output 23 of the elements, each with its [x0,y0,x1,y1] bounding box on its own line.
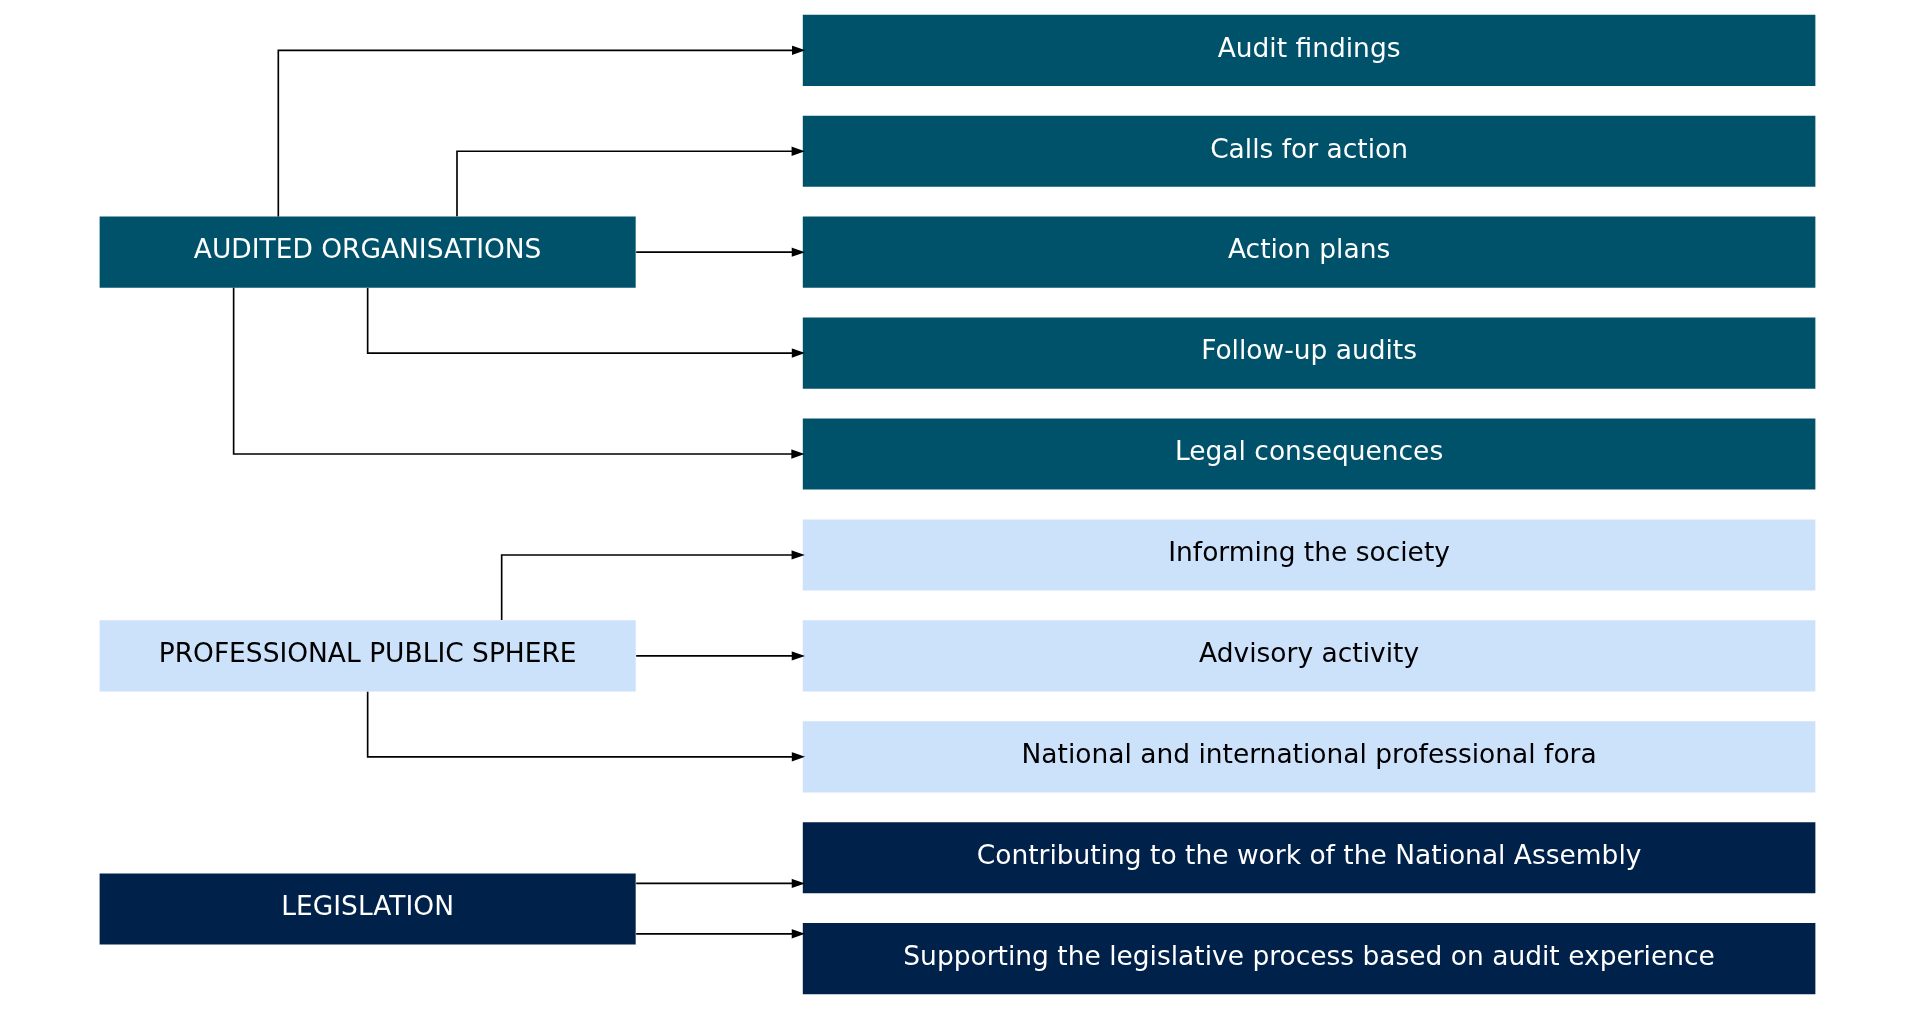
node-box: Follow-up audits [802,317,1815,389]
arrow [634,929,805,939]
node-box: Action plans [802,216,1815,288]
arrow [277,45,805,218]
arrow [634,247,805,257]
node-box: Contributing to the work of the National Assembly [802,822,1815,894]
arrow [366,287,805,358]
arrow [232,286,805,459]
node-box: LEGISLATION [99,873,636,945]
arrow [500,550,805,621]
node-box: Calls for action [802,115,1815,187]
node-box: National and international professional fora [802,721,1815,793]
arrow [366,690,805,762]
node-box: AUDITED ORGANISATIONS [99,216,636,288]
node-box: Audit findings [802,14,1815,86]
node-box: PROFESSIONAL PUBLIC SPHERE [99,620,636,692]
node-box: Supporting the legislative process based on audit experience [802,923,1815,995]
arrow [634,878,805,889]
arrow [455,146,805,218]
node-box: Legal consequences [802,418,1815,490]
node-box: Advisory activity [802,620,1815,692]
node-box: Informing the society [802,519,1815,591]
arrow [634,651,805,661]
